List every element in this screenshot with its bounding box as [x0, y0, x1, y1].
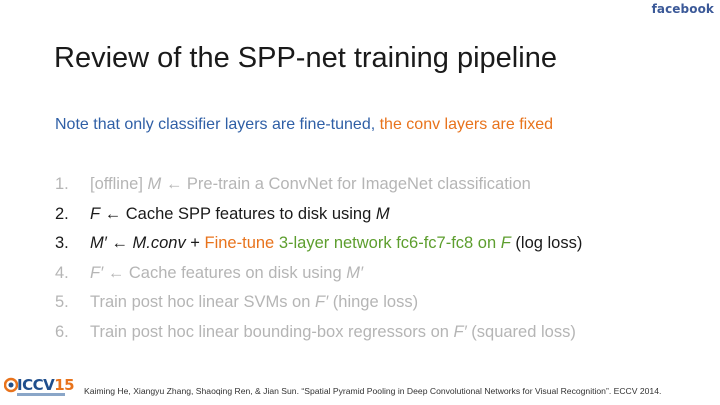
step-1: 1. [offline] M ← Pre-train a ConvNet for…: [55, 175, 531, 193]
note-conv-text: the conv layers are fixed: [375, 116, 554, 133]
iccv-logo: ICCV15: [4, 376, 75, 402]
step-3: 3. M′ ← M.conv + Fine-tune 3-layer netwo…: [55, 234, 583, 252]
iccv-logo-tagline: [17, 393, 65, 396]
iccv-swirl-icon: [4, 377, 18, 393]
pipeline-steps: 1. [offline] M ← Pre-train a ConvNet for…: [55, 172, 582, 349]
note-line: Note that only classifier layers are fin…: [55, 116, 553, 134]
step-2: 2. F ← Cache SPP features to disk using …: [55, 204, 390, 223]
step-5: 5. Train post hoc linear SVMs on F′ (hin…: [55, 293, 419, 311]
note-classifier-text: Note that only classifier layers are fin…: [55, 116, 376, 133]
iccv-logo-text: ICCV15: [17, 376, 75, 394]
citation: Kaiming He, Xiangyu Zhang, Shaoqing Ren,…: [84, 386, 662, 396]
step-4: 4. F′ ← Cache features on disk using M′: [55, 263, 364, 282]
facebook-logo: facebook: [651, 2, 714, 16]
step-6: 6. Train post hoc linear bounding-box re…: [55, 322, 576, 341]
slide-title: Review of the SPP-net training pipeline: [54, 42, 557, 74]
